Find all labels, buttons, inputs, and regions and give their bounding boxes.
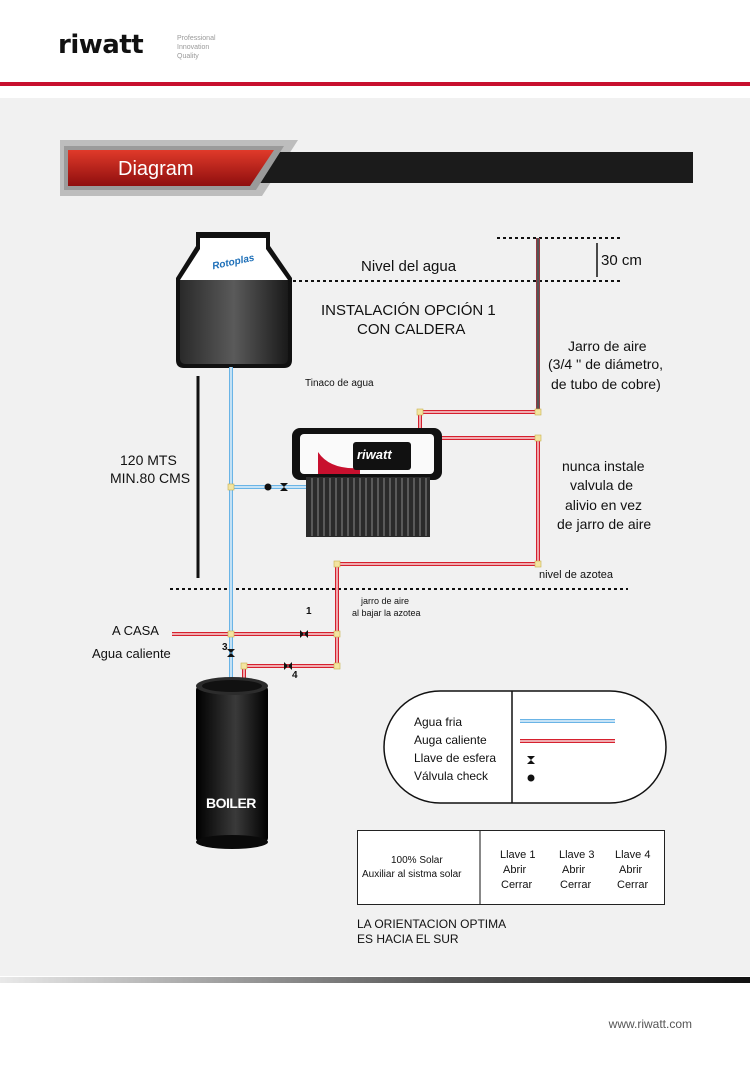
air-jar-label: Jarro de aire [568, 338, 647, 354]
legend-box [383, 690, 667, 804]
brand-tagline: Professional Innovation Quality [177, 34, 216, 61]
valve-col-title: Llave 4 [615, 849, 651, 861]
cold-water-pipe [229, 367, 306, 684]
section-header-title: Diagram [118, 158, 194, 180]
valve-3-icon [227, 649, 235, 657]
height-label: 120 MTS [120, 452, 177, 468]
mode-label: Auxiliar al sistma solar [362, 869, 462, 880]
relief-note: alivio en vez [565, 497, 643, 513]
to-house-label: A CASA [112, 623, 159, 638]
valve-col-row1: Abrir [619, 864, 643, 876]
tank-label: Tinaco de agua [305, 378, 374, 389]
relief-note: nunca instale [562, 458, 645, 474]
valve-col-row2: Cerrar [560, 879, 592, 891]
section-header [60, 140, 693, 196]
roof-air-jar-label: al bajar la azotea [352, 608, 421, 618]
air-jar-label: de tubo de cobre) [551, 376, 661, 392]
boiler-label: BOILER [206, 795, 256, 811]
valve-1-icon [300, 630, 308, 638]
boiler [196, 677, 268, 849]
pipe-joints [227, 408, 542, 670]
relief-note: de jarro de aire [557, 516, 652, 532]
valve-table [357, 830, 665, 905]
legend-ball-valve: Llave de esfera [414, 751, 497, 765]
height-label: MIN.80 CMS [110, 470, 191, 486]
air-jar-label: (3/4 '' de diámetro, [548, 356, 664, 372]
header-divider [0, 82, 750, 86]
valve-3-label: 3 [222, 642, 228, 653]
valve-col-row1: Abrir [562, 864, 586, 876]
website-link[interactable]: www.riwatt.com [608, 1017, 692, 1031]
valve-col-title: Llave 3 [559, 849, 595, 861]
hot-water-label: Agua caliente [92, 646, 171, 661]
water-level-label: Nivel del agua [361, 258, 457, 275]
valve-col-row1: Abrir [503, 864, 527, 876]
check-valve-icon [264, 483, 272, 491]
solar-collector [292, 428, 442, 537]
distance-label: 30 cm [601, 252, 642, 269]
legend-ball-valve-icon [527, 756, 535, 764]
footer-divider [0, 977, 750, 983]
orientation-note: ES HACIA EL SUR [357, 932, 459, 946]
brand-logo: riwatt [58, 30, 144, 60]
valve-col-title: Llave 1 [500, 849, 536, 861]
valve-col-row2: Cerrar [501, 879, 533, 891]
roof-level-label: nivel de azotea [539, 569, 613, 581]
valve-4-icon [284, 662, 292, 670]
tagline-line: Professional [177, 35, 216, 42]
valve-1-label: 1 [306, 606, 312, 617]
legend-cold: Agua fria [414, 715, 463, 729]
tagline-line: Innovation [177, 44, 210, 51]
roof-air-jar-label: jarro de aire [361, 596, 410, 606]
water-tank [176, 232, 292, 368]
orientation-note: LA ORIENTACION OPTIMA [357, 917, 507, 931]
relief-note: valvula de [570, 477, 634, 493]
ball-valve-icon [280, 483, 288, 491]
valve-col-row2: Cerrar [617, 879, 649, 891]
valve-4-label: 4 [292, 670, 298, 681]
title-line-1: INSTALACIÓN OPCIÓN 1 [321, 302, 496, 319]
collector-brand-label: riwatt [357, 447, 392, 462]
title-line-2: CON CALDERA [357, 321, 466, 338]
legend-check-valve-icon [527, 774, 535, 782]
tagline-line: Quality [177, 53, 199, 60]
legend-hot: Auga caliente [414, 733, 487, 747]
mode-label: 100% Solar [391, 855, 443, 866]
legend-check-valve: Válvula check [414, 769, 489, 783]
